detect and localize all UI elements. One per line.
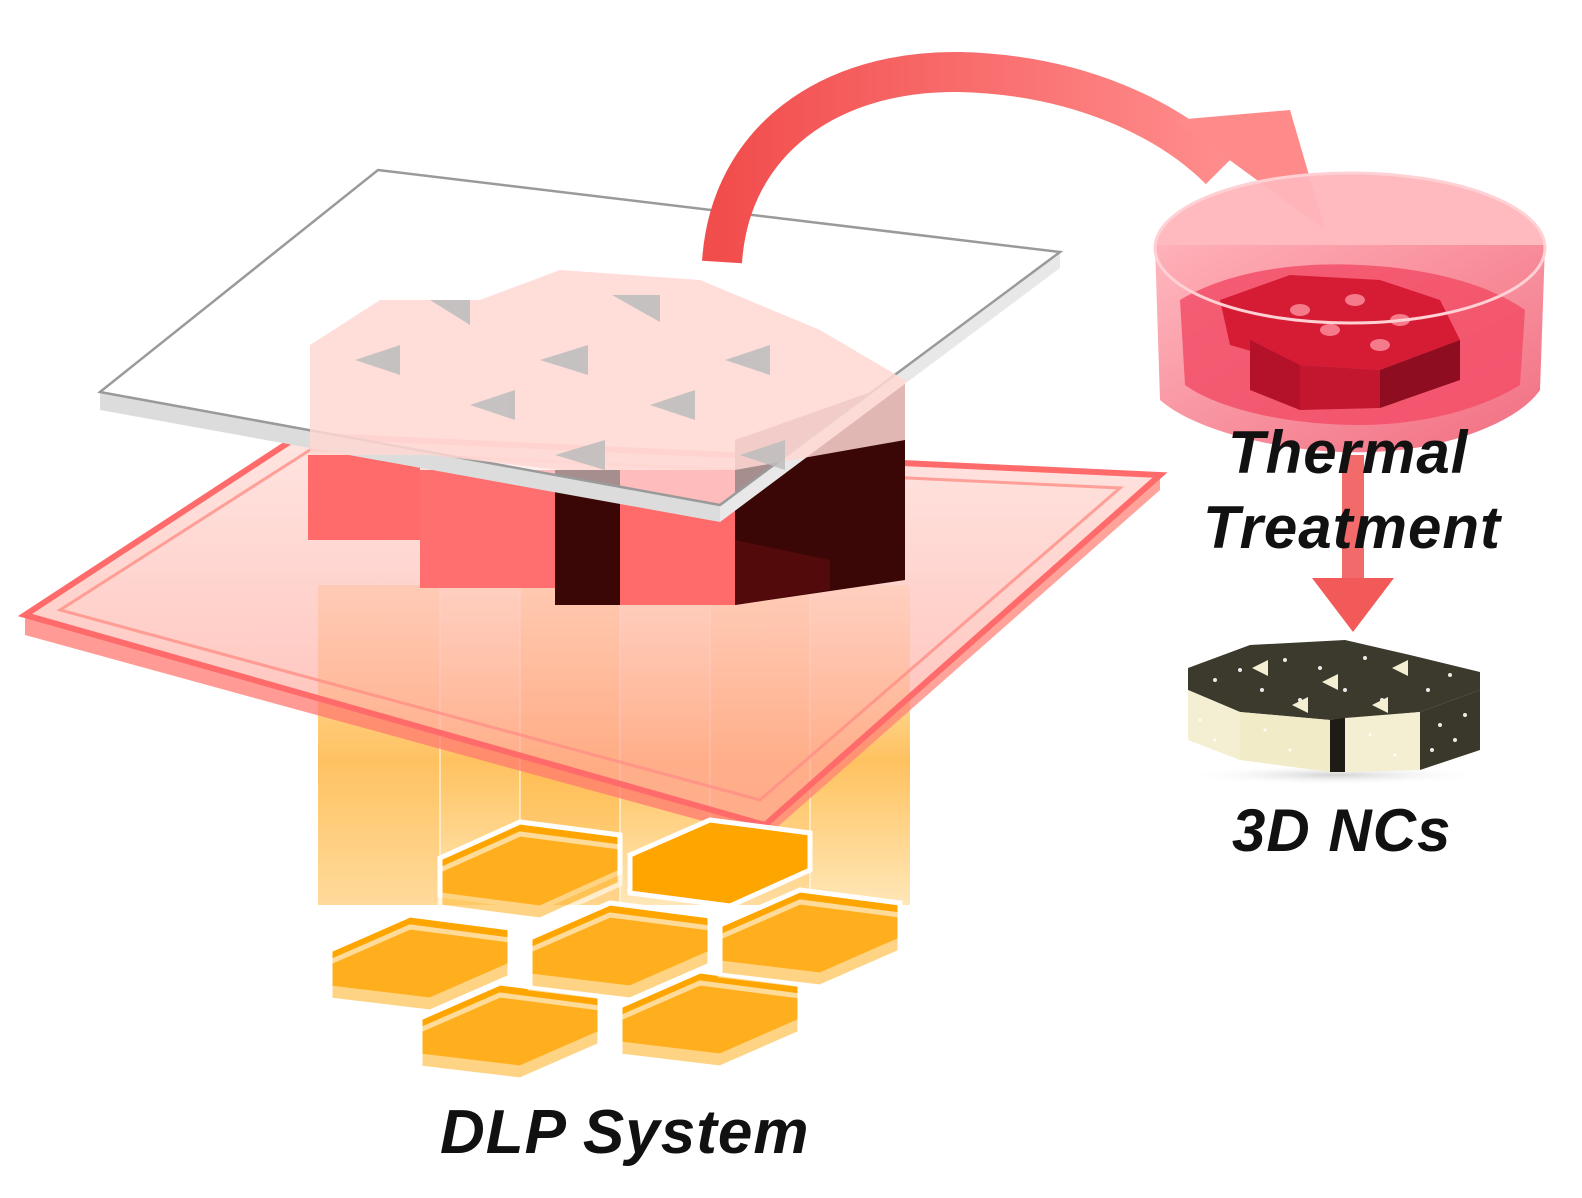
down-arrow-icon [1312, 455, 1394, 632]
dlp-system-label: DLP System [440, 1098, 810, 1167]
ceramic-honeycomb-part [1185, 640, 1485, 785]
projected-hexagon-pattern [327, 817, 903, 1083]
thermal-treatment-crucible [1153, 171, 1547, 453]
thermal-treatment-label-line1: Thermal [1228, 419, 1469, 486]
honeycomb-through-glass [310, 270, 905, 470]
honeycomb-in-crucible [1220, 275, 1460, 410]
thermal-treatment-label-line2: Treatment [1203, 494, 1501, 561]
product-label: 3D NCs [1232, 797, 1452, 864]
glass-build-plate [97, 168, 1064, 522]
